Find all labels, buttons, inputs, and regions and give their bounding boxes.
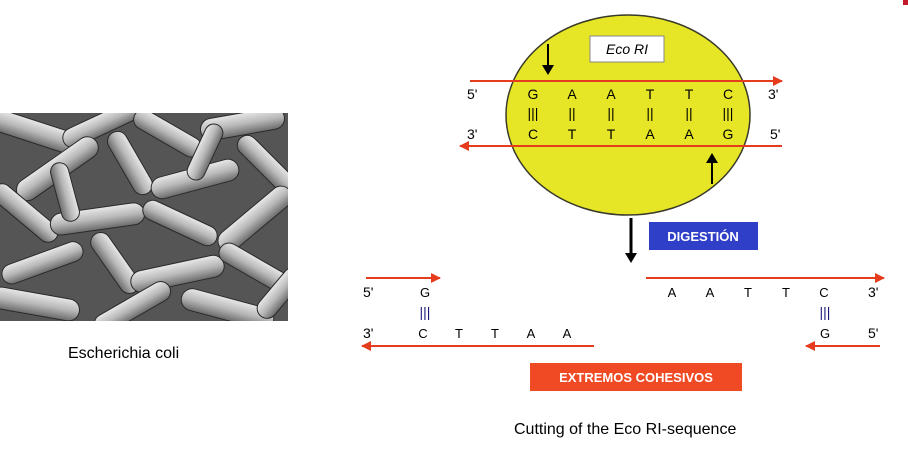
base-pair-bond: ||: [685, 105, 692, 121]
right-fragment-top-base: A: [706, 285, 715, 300]
base-pair-bond: ||: [568, 105, 575, 121]
digestion-label-box: [649, 222, 758, 250]
top-strand-5-end: 5': [467, 86, 477, 102]
enzyme-label: Eco RI: [606, 41, 648, 57]
bottom-strand-base: A: [645, 126, 655, 142]
figure-caption: Cutting of the Eco RI-sequence: [514, 421, 737, 438]
right-fragment-3-end: 3': [868, 284, 878, 300]
enzyme-circle: [505, 14, 751, 216]
top-strand-base: T: [646, 86, 655, 102]
right-fragment-top-base: T: [782, 285, 790, 300]
right-fragment-bond: |||: [820, 304, 831, 320]
base-pair-bond: |||: [528, 105, 539, 121]
top-strand-base: A: [567, 86, 577, 102]
top-strand-base: G: [528, 86, 539, 102]
top-strand-3-end: 3': [768, 86, 778, 102]
base-pair-bond: ||: [607, 105, 614, 121]
left-fragment-bottom-base: T: [491, 326, 499, 341]
corner-mark: [903, 0, 908, 5]
left-fragment-bottom-base: A: [527, 326, 536, 341]
bottom-strand-5-end: 5': [770, 126, 780, 142]
top-strand-base: C: [723, 86, 733, 102]
bottom-strand-base: T: [607, 126, 616, 142]
right-fragment-top-base: T: [744, 285, 752, 300]
left-fragment-top-base: G: [420, 285, 430, 300]
top-strand-base: A: [606, 86, 616, 102]
base-pair-bond: ||: [646, 105, 653, 121]
left-fragment-bottom-base: A: [563, 326, 572, 341]
left-fragment-3-end: 3': [363, 325, 373, 341]
right-fragment-bottom-base: G: [820, 326, 830, 341]
left-fragment-bond: |||: [420, 304, 431, 320]
bottom-strand-base: G: [723, 126, 734, 142]
left-fragment-bottom-base: T: [455, 326, 463, 341]
bottom-strand-3-end: 3': [467, 126, 477, 142]
sticky-ends-label: EXTREMOS COHESIVOS: [559, 370, 713, 385]
right-fragment-top-base: A: [668, 285, 677, 300]
right-fragment-5-end: 5': [868, 325, 878, 341]
bottom-strand-base: A: [684, 126, 694, 142]
sticky-ends-label-box: [530, 363, 742, 391]
bottom-strand-base: T: [568, 126, 577, 142]
top-strand-base: T: [685, 86, 694, 102]
right-fragment-bottom-bases: G: [820, 326, 830, 341]
ecoli-micrograph: [0, 113, 288, 321]
base-pair-bond: |||: [723, 105, 734, 121]
base-pair-bonds: ||||||||||||||: [528, 105, 734, 121]
micrograph-caption: Escherichia coli: [68, 345, 180, 362]
digestion-label: DIGESTIÓN: [667, 229, 739, 244]
enzyme-label-box: [589, 35, 665, 63]
left-fragment-top-bases: G: [420, 285, 430, 300]
right-fragment-top-base: C: [819, 285, 828, 300]
left-fragment-5-end: 5': [363, 284, 373, 300]
left-fragment-bottom-base: C: [418, 326, 427, 341]
bottom-strand-base: C: [528, 126, 538, 142]
